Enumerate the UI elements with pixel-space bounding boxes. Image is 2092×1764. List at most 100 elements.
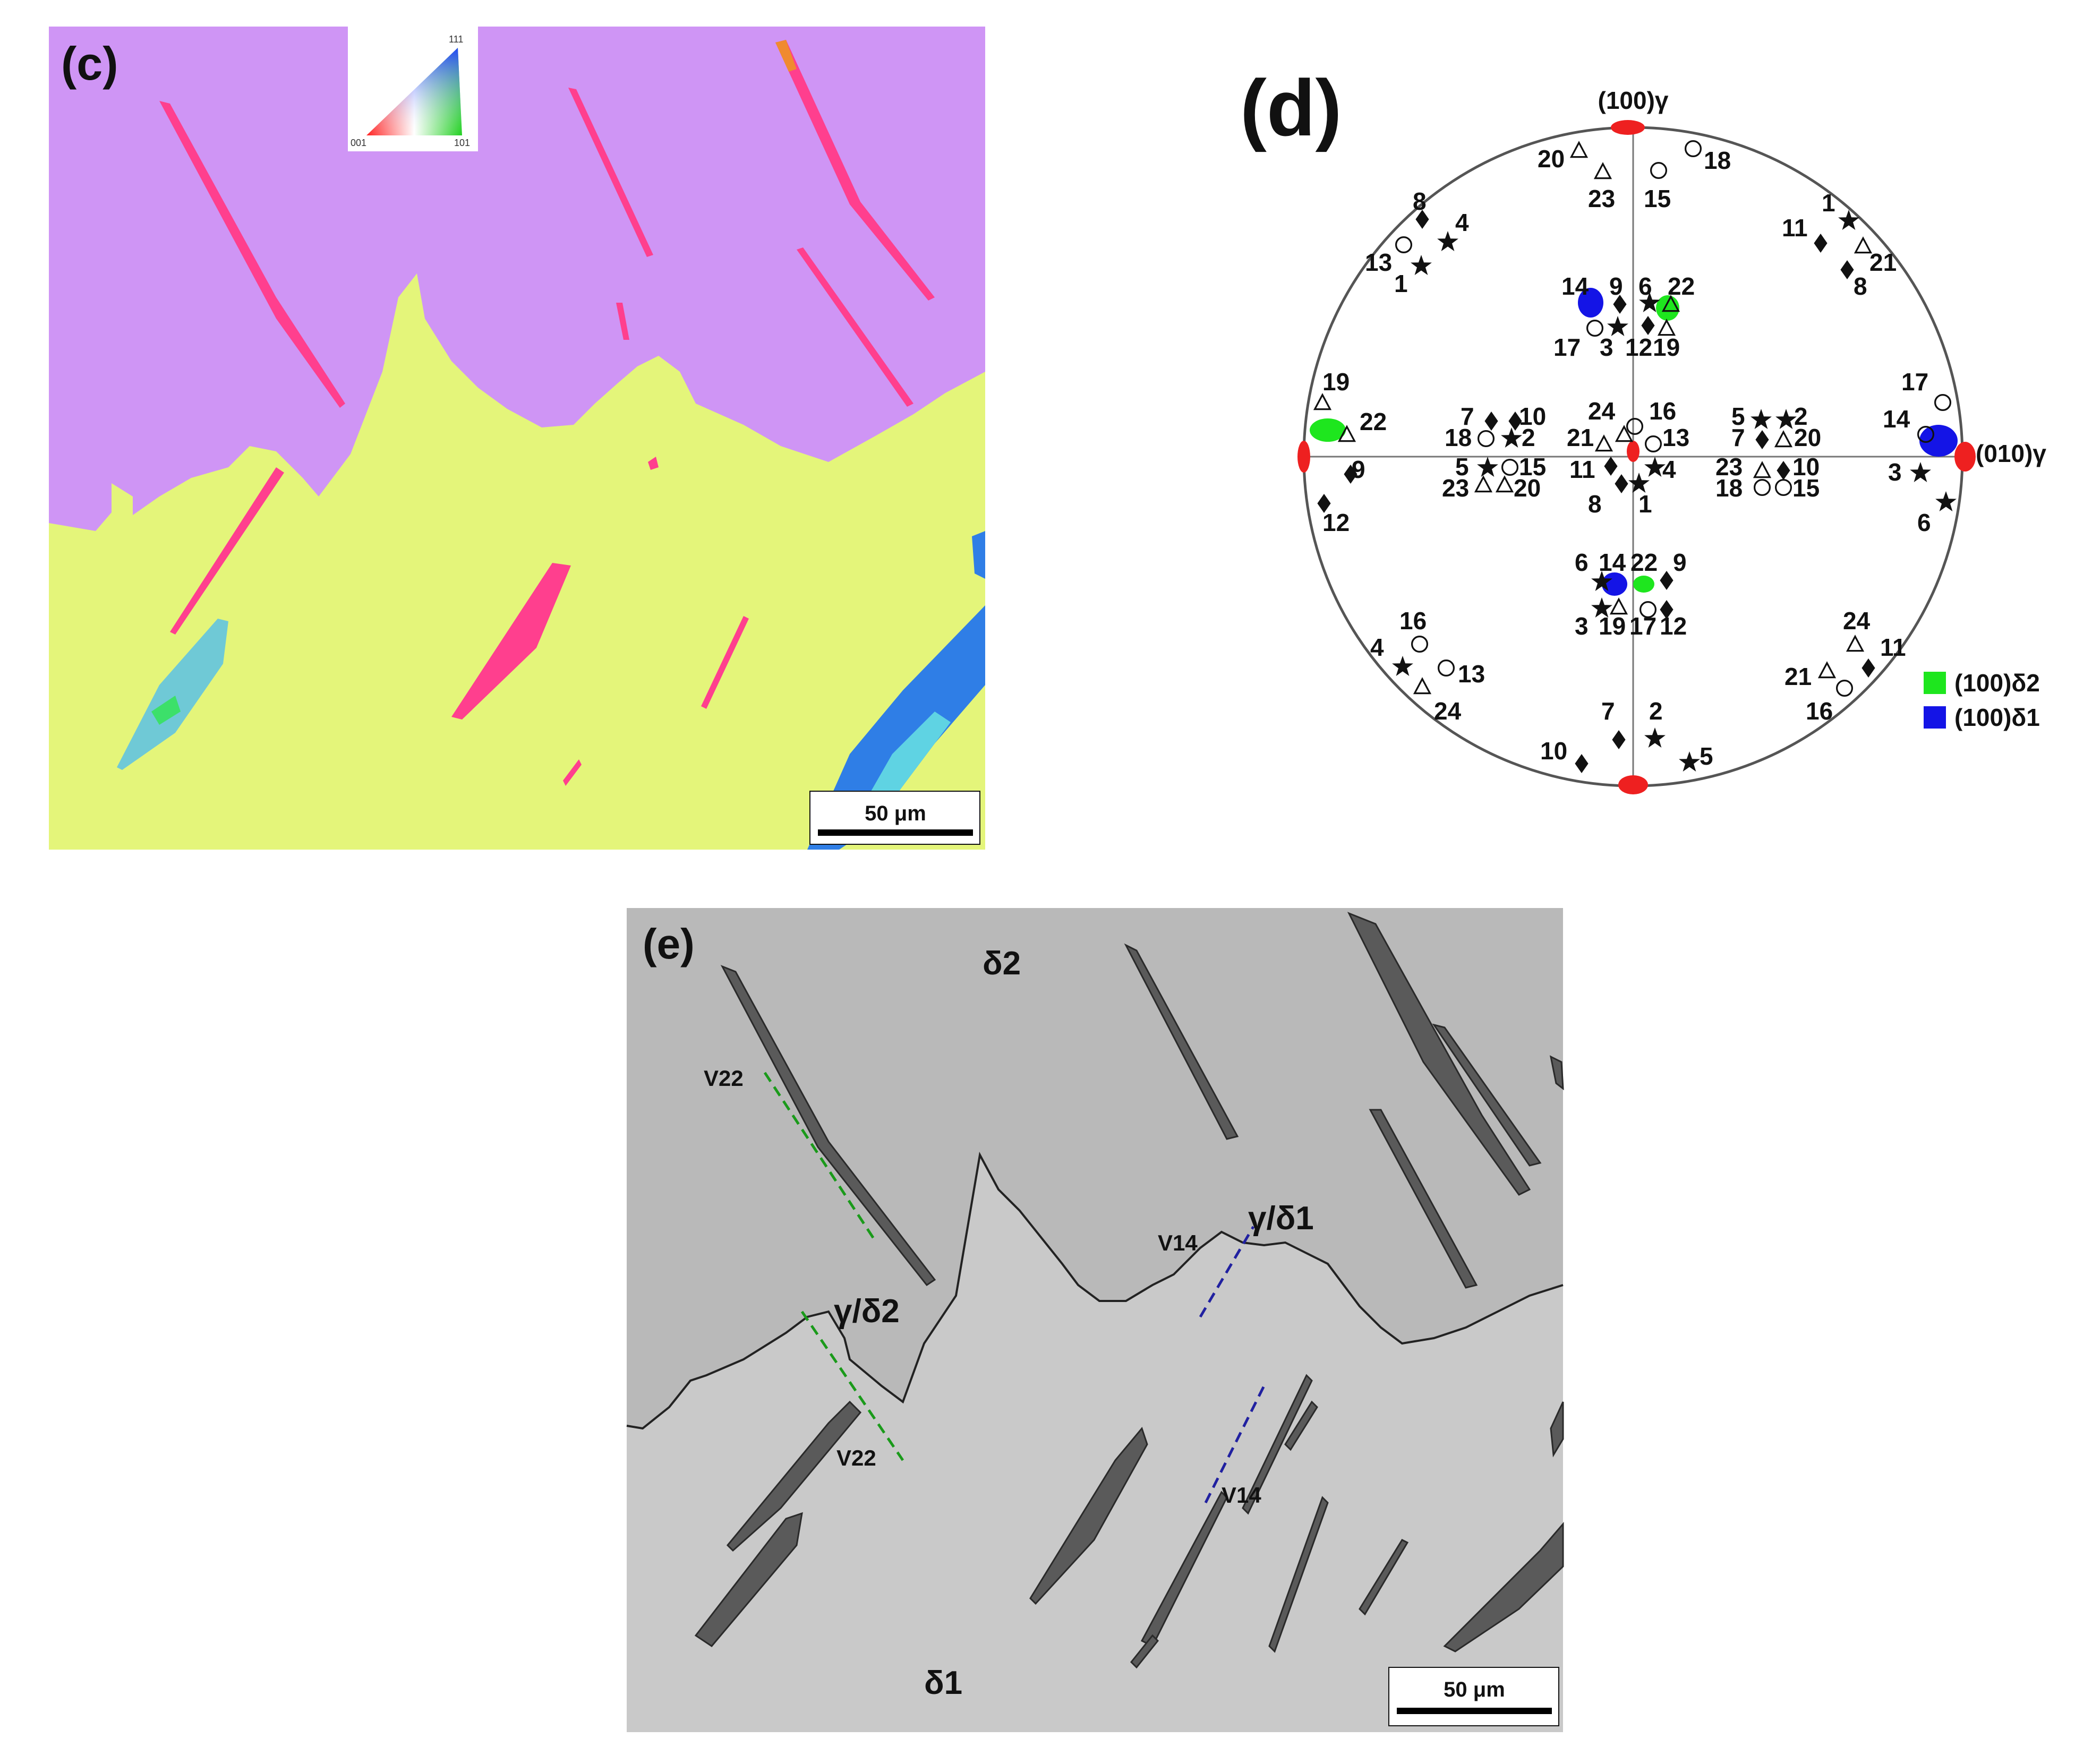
- diamond-marker: [1814, 234, 1828, 253]
- diamond-marker: [1840, 260, 1854, 279]
- scale-bar-c-line: [818, 829, 973, 836]
- triangle-marker: [1595, 435, 1613, 452]
- variant-number: 14: [1883, 405, 1910, 433]
- circle-marker: [1501, 458, 1519, 476]
- variant-number: 7: [1731, 424, 1745, 451]
- delta-clusters: [1310, 288, 1958, 596]
- variant-number: 18: [1715, 474, 1743, 502]
- variant-number: 23: [1715, 453, 1743, 481]
- bse-lath: [694, 1512, 803, 1647]
- scale-bar-e-text: 50 μm: [1444, 1678, 1505, 1701]
- star-marker: [1679, 751, 1700, 772]
- scale-bar-c: 50 μm: [809, 791, 980, 845]
- delta1-cluster-right: [1919, 425, 1958, 457]
- variant-number: 20: [1794, 424, 1821, 451]
- variant-number: 11: [1880, 633, 1906, 661]
- variant-number: 21: [1784, 663, 1812, 690]
- variant-number: 13: [1662, 424, 1689, 451]
- blue-green-lath-left: [117, 619, 228, 770]
- variant-number: 24: [1434, 697, 1462, 725]
- variant-number: 1: [1822, 189, 1835, 217]
- delta2-cluster-lower: [1633, 576, 1654, 593]
- legend-swatch-delta2: [1924, 672, 1946, 694]
- phase-label-delta2: δ2: [983, 945, 1021, 982]
- variant-number: 22: [1668, 272, 1695, 300]
- interface-label-gamma-delta2: γ/δ2: [834, 1293, 900, 1330]
- bse-lath: [1130, 1634, 1159, 1669]
- variant-number: 20: [1538, 145, 1565, 173]
- lath: [797, 247, 913, 407]
- scale-bar-c-text: 50 μm: [865, 802, 926, 825]
- diamond-marker: [1575, 754, 1589, 773]
- variant-number: 9: [1352, 456, 1365, 483]
- bse-lath: [1242, 1374, 1313, 1515]
- variant-number: 3: [1888, 458, 1902, 486]
- blue-lath-edge: [972, 531, 985, 579]
- gamma-pole-right: [1954, 442, 1976, 472]
- variant-number: 24: [1843, 607, 1871, 635]
- variant-number: 15: [1519, 453, 1546, 481]
- laths: [159, 40, 935, 786]
- ipf-label-101: 101: [454, 138, 470, 148]
- scale-bar-e-box: [1388, 1667, 1559, 1726]
- bse-lath: [1359, 1539, 1409, 1616]
- lath: [563, 759, 582, 786]
- lath: [701, 616, 749, 709]
- triangle-marker: [1774, 431, 1792, 448]
- variant-number: 5: [1455, 453, 1469, 481]
- delta1-cluster-lower: [1602, 572, 1627, 596]
- variant-number: 10: [1519, 403, 1546, 430]
- diamond-marker: [1641, 316, 1655, 335]
- panel-d-label: (d): [1240, 63, 1342, 152]
- variant-number: 15: [1792, 474, 1820, 502]
- variant-number: 4: [1662, 456, 1676, 483]
- circle-marker: [1934, 393, 1952, 412]
- variant-number: 12: [1322, 509, 1350, 536]
- ipf-label-111: 111: [449, 34, 463, 45]
- circle-marker: [1411, 635, 1429, 653]
- v14-trace-lower: [1204, 1385, 1266, 1504]
- variant-number: 3: [1575, 612, 1589, 640]
- bse-lath: [1347, 912, 1531, 1196]
- bse-lath: [1029, 1426, 1148, 1605]
- star-marker: [1644, 727, 1666, 748]
- bse-laths: [694, 912, 1564, 1669]
- variant-number: 18: [1704, 147, 1731, 174]
- star-marker: [1411, 255, 1432, 276]
- variant-number: 14: [1599, 549, 1626, 576]
- star-marker: [1775, 409, 1797, 430]
- bse-lath: [1268, 1496, 1329, 1653]
- variant-number: 8: [1413, 187, 1427, 215]
- variant-number: 19: [1653, 333, 1680, 361]
- v14-trace-upper: [1199, 1226, 1255, 1318]
- scale-bar-e: 50 μm: [1388, 1667, 1559, 1726]
- axis-label-right: (010)γ: [1976, 440, 2046, 467]
- triangle-marker: [1610, 598, 1628, 615]
- star-marker: [1935, 491, 1957, 512]
- triangle-marker: [1658, 319, 1676, 336]
- variant-number: 21: [1567, 424, 1594, 451]
- circle-marker: [1477, 430, 1495, 448]
- star-marker: [1910, 462, 1931, 483]
- variant-number: 5: [1731, 403, 1745, 430]
- variant-number: 10: [1792, 453, 1820, 481]
- circle-marker: [1684, 140, 1702, 158]
- green-lath-spot: [151, 696, 181, 725]
- star-marker: [1477, 457, 1498, 477]
- bse-lath: [1443, 1521, 1564, 1652]
- variant-label-v14-lower: V14: [1222, 1483, 1261, 1508]
- variant-number: 24: [1588, 397, 1616, 425]
- bse-lath: [1369, 1109, 1478, 1289]
- variant-number: 23: [1442, 474, 1469, 502]
- variant-number: 2: [1522, 424, 1535, 451]
- variant-label-v22-upper: V22: [704, 1066, 744, 1091]
- variant-trace-lines: [763, 1072, 1266, 1504]
- variant-number: 15: [1644, 185, 1671, 212]
- triangle-marker: [1854, 237, 1872, 254]
- lath: [159, 101, 345, 408]
- panel-d: (d) (100)γ (010)γ: [1240, 63, 2046, 794]
- variant-number: 19: [1599, 612, 1626, 640]
- bse-lath: [1432, 1023, 1542, 1167]
- triangle-marker: [1846, 635, 1864, 652]
- bse-lath: [726, 1400, 862, 1552]
